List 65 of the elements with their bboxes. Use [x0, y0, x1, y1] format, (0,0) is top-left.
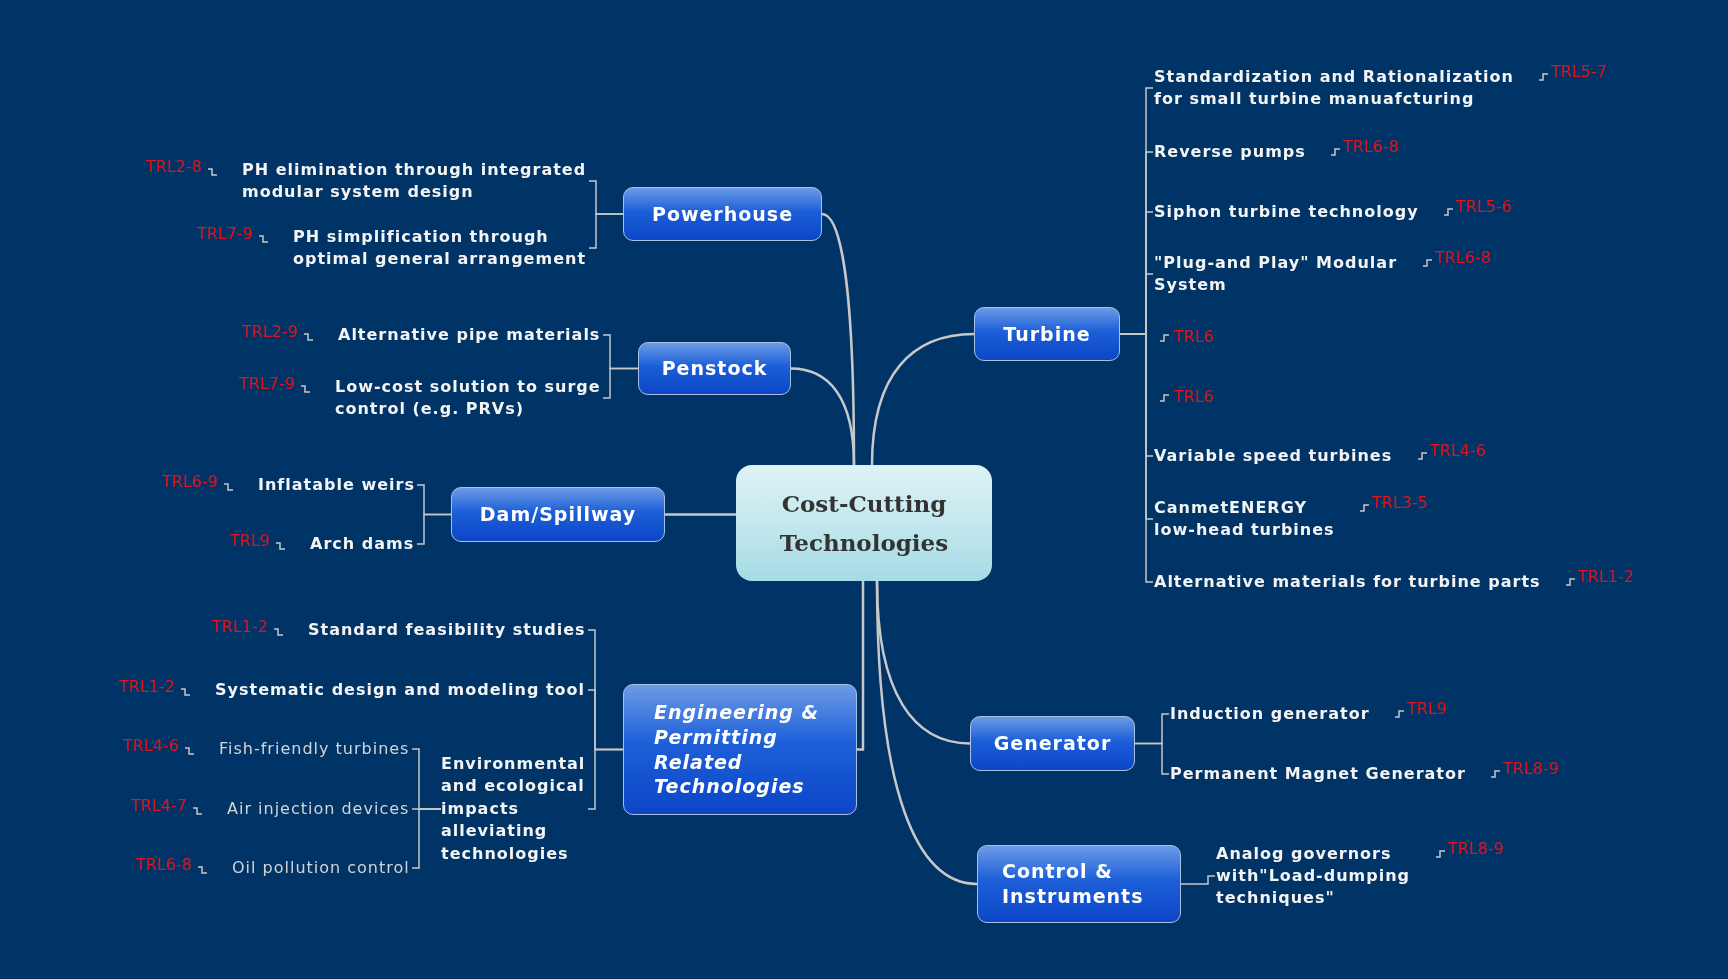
- trl-label: TRL2-8: [146, 157, 202, 177]
- connector-line: [588, 213, 624, 249]
- subtopic-text: "Plug-and Play" Modular System: [1154, 251, 1399, 297]
- subtopic-text: Standardization and Rationalization for small turbine manuafcturing: [1154, 65, 1515, 111]
- trl-label: TRL6: [1174, 387, 1214, 407]
- connector-line: [790, 367, 856, 466]
- trl-label: TRL5-6: [1456, 197, 1512, 217]
- subtopic-text: Arch dams: [310, 533, 416, 556]
- subtopic-text: PH elimination through integrated modular system design: [242, 158, 588, 204]
- trl-label: TRL7-9: [197, 224, 253, 244]
- trl-label: TRL6-9: [162, 472, 218, 492]
- subtopic-text: CanmetENERGY low-head turbines: [1154, 496, 1336, 542]
- connector-line: [411, 808, 442, 869]
- connector-line: [870, 332, 975, 466]
- subtopic-text: Analog governors with"Load-dumping techniques": [1216, 842, 1412, 910]
- subtopic-text: Alternative pipe materials: [338, 324, 602, 347]
- main-topic-box: Dam/Spillway: [451, 487, 665, 542]
- connector-line: [416, 513, 452, 545]
- trl-label: TRL5-7: [1551, 62, 1607, 82]
- trl-label: TRL8-9: [1448, 839, 1504, 859]
- subtopic-text: Alternative materials for turbine parts: [1154, 571, 1542, 594]
- subtopic-text: Siphon turbine technology: [1154, 201, 1420, 224]
- connector-line: [665, 513, 736, 516]
- connector-line: [857, 581, 865, 751]
- trl-label: TRL1-2: [212, 617, 268, 637]
- trl-label: TRL6: [1174, 327, 1214, 347]
- subtopic-text: Oil pollution control: [232, 857, 411, 880]
- trl-label: TRL7-9: [239, 374, 295, 394]
- subtopic-text: Air injection devices: [227, 798, 411, 821]
- connector-line: [587, 748, 624, 810]
- trl-label: TRL9: [230, 531, 270, 551]
- trl-label: TRL9: [1407, 699, 1447, 719]
- trl-label: TRL6-8: [1435, 248, 1491, 268]
- subtopic-text: Systematic design and modeling tool: [215, 679, 587, 702]
- subtopic-text: PH simplification through optimal general arrangement: [293, 225, 588, 271]
- main-topic-box: Turbine: [974, 307, 1120, 361]
- connector-line: [875, 580, 978, 886]
- main-topic-box: Powerhouse: [623, 187, 822, 241]
- trl-label: TRL4-7: [131, 796, 187, 816]
- main-topic-box: Control & Instruments: [977, 845, 1181, 923]
- trl-label: TRL6-8: [136, 855, 192, 875]
- trl-label: TRL8-9: [1503, 759, 1559, 779]
- subtopic-text: Inflatable weirs: [258, 474, 416, 497]
- subtopic-text: Environmental and ecological impacts alleviating technologies: [441, 753, 587, 865]
- trl-label: TRL3-5: [1372, 493, 1428, 513]
- subtopic-text: Standard feasibility studies: [308, 619, 587, 642]
- subtopic-text: Variable speed turbines: [1154, 445, 1394, 468]
- trl-label: TRL1-2: [119, 677, 175, 697]
- trl-label: TRL4-6: [123, 736, 179, 756]
- main-topic-box: Penstock: [638, 342, 791, 395]
- trl-label: TRL1-2: [1578, 567, 1634, 587]
- connector-line: [1180, 875, 1216, 885]
- connector-line: [1134, 742, 1170, 775]
- central-topic-box: Cost-Cutting Technologies: [736, 465, 992, 581]
- subtopic-text: Permanent Magnet Generator: [1170, 763, 1467, 786]
- trl-label: TRL6-8: [1343, 137, 1399, 157]
- subtopic-text: Induction generator: [1170, 703, 1371, 726]
- trl-label: TRL4-6: [1430, 441, 1486, 461]
- trl-label: TRL2-9: [242, 322, 298, 342]
- main-topic-box: Generator: [970, 716, 1135, 771]
- subtopic-text: Low-cost solution to surge control (e.g. PRVs): [335, 375, 602, 421]
- main-topic-box: Engineering & Permitting Related Technologies: [623, 684, 857, 815]
- connector-line: [602, 367, 639, 399]
- subtopic-text: Fish-friendly turbines: [219, 738, 411, 761]
- subtopic-text: Reverse pumps: [1154, 141, 1307, 164]
